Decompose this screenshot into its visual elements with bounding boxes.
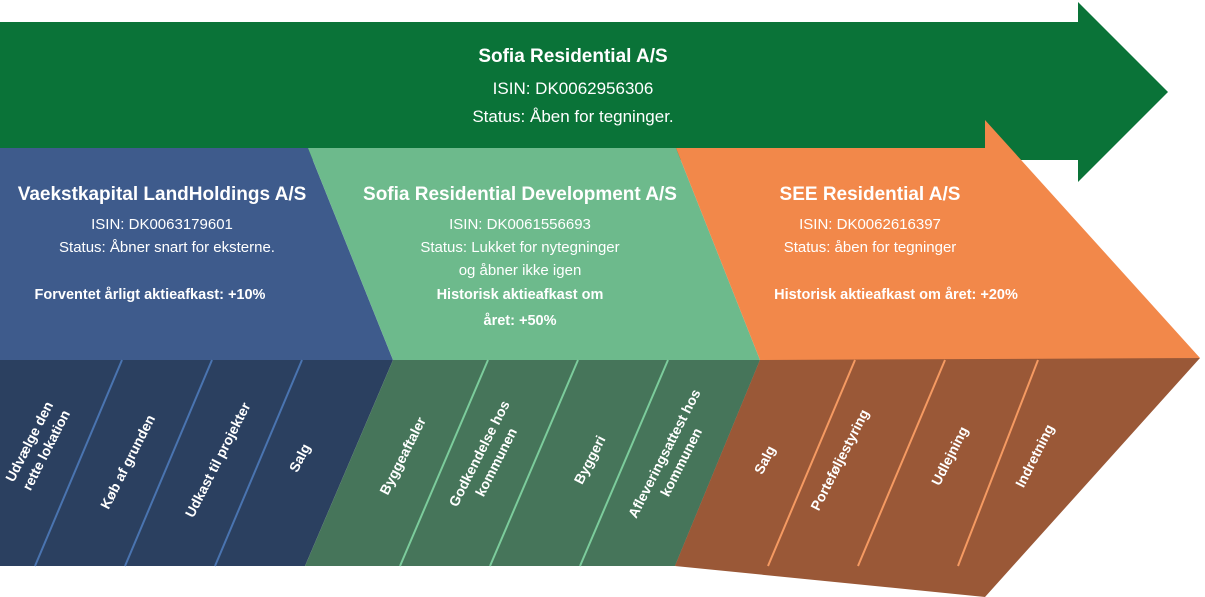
blue-steps-band [0,360,393,566]
divider-line [579,359,669,567]
top-status: Status: Åben for tegninger. [472,107,674,126]
divider-line [34,359,123,567]
divider-line [399,359,489,567]
company-2-status: Status: Lukket for nytegninger [420,239,620,256]
company-1-return: Forventet årligt aktieafkast: +10% [34,287,266,303]
green-company-panel [308,148,760,360]
company-3-title: SEE Residential A/S [779,184,961,205]
company-2-title: Sofia Residential Development A/S [363,184,677,205]
company-1-isin: ISIN: DK0063179601 [91,216,233,233]
divider-line [489,359,579,567]
divider-line [124,359,213,567]
divider-line [767,359,856,567]
blue-company-panel [0,148,393,360]
top-title: Sofia Residential A/S [478,46,668,67]
company-2-isin: ISIN: DK0061556693 [449,216,591,233]
company-1-status: Status: Åbner snart for eksterne. [59,239,275,256]
company-2-status-cont: og åbner ikke igen [458,262,582,279]
step-dividers [34,359,1039,567]
orange-bottom-arrow-shape [675,358,1200,597]
company-2-return-line1: Historisk aktieafkast om [436,287,604,303]
top-arrow-shape [0,2,1168,182]
divider-line [957,359,1039,567]
top-isin: ISIN: DK0062956306 [492,79,654,98]
company-2-return-line2: året: +50% [483,313,557,329]
company-3-return: Historisk aktieafkast om året: +20% [774,287,1018,303]
company-3-status: Status: åben for tegninger [783,239,957,256]
orange-company-panel [676,120,1200,360]
divider-line [857,359,946,567]
divider-line [214,359,303,567]
company-3-isin: ISIN: DK0062616397 [799,216,941,233]
company-1-title: Vaekstkapital LandHoldings A/S [17,184,307,205]
